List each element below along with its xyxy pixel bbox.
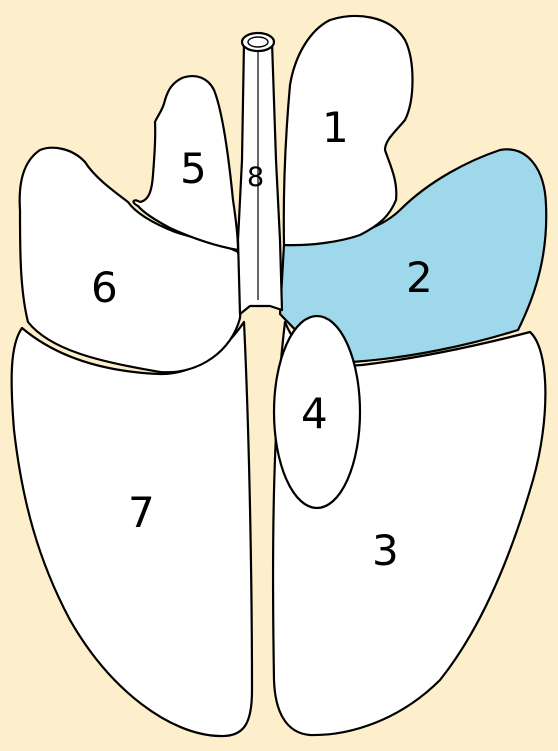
label-4: 4 xyxy=(301,389,328,438)
label-6: 6 xyxy=(91,263,118,312)
label-2: 2 xyxy=(406,253,433,302)
label-8: 8 xyxy=(247,162,264,193)
lobe-5 xyxy=(132,74,240,252)
label-7: 7 xyxy=(128,488,155,537)
label-3: 3 xyxy=(372,526,399,575)
trachea-lumen xyxy=(247,36,269,48)
trachea-opening xyxy=(240,31,276,53)
label-1: 1 xyxy=(322,103,349,152)
lobe-6 xyxy=(18,146,243,374)
label-5: 5 xyxy=(180,144,207,193)
lobe-1 xyxy=(282,14,414,247)
lobe-4 xyxy=(272,314,362,510)
trachea xyxy=(236,40,284,316)
